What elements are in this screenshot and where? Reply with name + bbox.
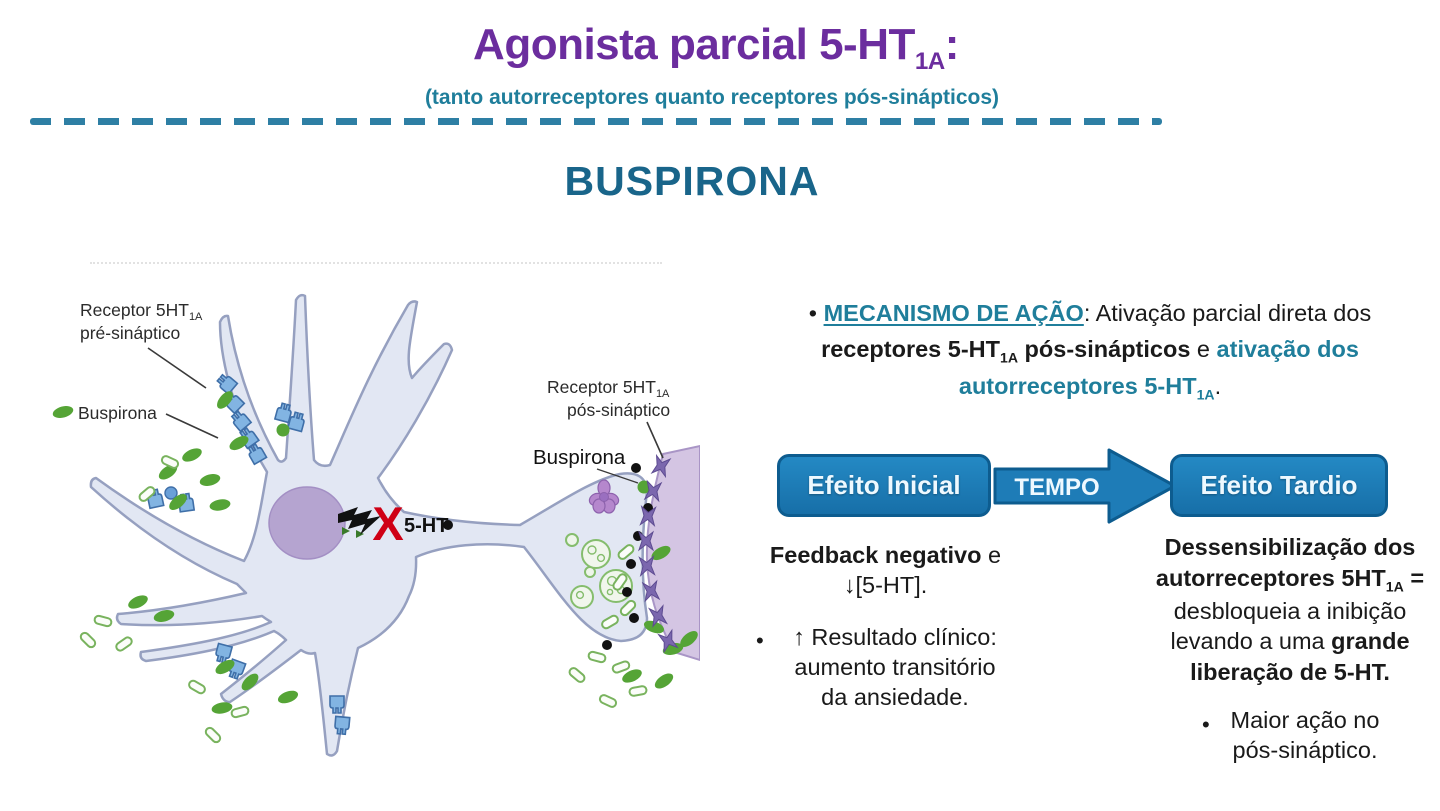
feedback-line2: ↓[5-HT]. — [843, 572, 928, 599]
late-effect-text: Dessensibilização dos autorreceptores 5H… — [1140, 532, 1440, 687]
dessens-line4: levando a uma grande — [1170, 628, 1410, 655]
clinical-result-text: ↑ Resultado clínico: aumento transitório… — [775, 622, 1015, 712]
terminal-vesicles — [565, 479, 638, 631]
presynaptic-5ht1a-receptors — [145, 371, 351, 736]
title-subscript: 1A — [914, 47, 945, 75]
buspirone-on-postsynaptic-receptor — [637, 480, 651, 494]
mechanism-line2: receptores 5-HT1A pós-sinápticos e ativa… — [821, 335, 1359, 366]
clinical-line: da ansiedade. — [821, 684, 969, 711]
post-receptor-label: Receptor 5HT1A — [547, 377, 670, 400]
blocked-5ht-release: X 5-HT — [338, 497, 453, 550]
drug-name-heading: BUSPIRONA — [564, 158, 820, 204]
tempo-arrow-label: TEMPO — [1014, 474, 1099, 501]
buspirona-left-label: Buspirona — [78, 403, 157, 423]
receptor-complex-flower — [588, 479, 620, 514]
initial-effect-text: Feedback negativo e ↓[5-HT]. — [758, 540, 1013, 600]
postsynaptic-action-text: Maior ação no pós-sináptico. — [1220, 705, 1390, 765]
initial-effect-box-label: Efeito Inicial — [807, 470, 961, 500]
late-effect-box: Efeito Tardio — [1170, 454, 1388, 517]
pre-receptor-pointer-line — [147, 347, 207, 389]
mechanism-paragraph: • MECANISMO DE AÇÃO: Ativação parcial di… — [740, 296, 1440, 406]
action-line: Maior ação no — [1230, 707, 1380, 733]
title-text: Agonista parcial 5-HT — [473, 20, 915, 69]
dessens-line5: liberação de 5-HT. — [1190, 658, 1390, 685]
title-colon: : — [944, 20, 960, 69]
mechanism-line3: autorreceptores 5-HT1A. — [958, 372, 1222, 403]
buspirona-legend-icon — [51, 403, 75, 421]
buspirona-right-pointer-line — [596, 468, 639, 484]
tempo-arrow: TEMPO — [993, 448, 1177, 524]
subtitle: (tanto autorreceptores quanto receptores… — [424, 86, 1000, 109]
feedback-line1: Feedback negativo e — [769, 542, 1002, 568]
diagram-labels: Receptor 5HT1A pré-sináptico Buspirona R… — [51, 300, 670, 484]
initial-effect-box: Efeito Inicial — [777, 454, 991, 517]
late-effect-box-label: Efeito Tardio — [1200, 470, 1358, 500]
dessens-line3: desbloqueia a inibição — [1173, 597, 1407, 624]
blocked-5ht-label: 5-HT — [404, 515, 448, 537]
dashed-divider — [30, 118, 1162, 125]
red-x-mark: X — [372, 497, 403, 550]
clinical-line: ↑ Resultado clínico: — [793, 624, 997, 650]
bullet-dot: • — [808, 300, 818, 326]
buspirona-left-pointer-line — [165, 413, 219, 439]
neuron-diagram: X 5-HT — [51, 293, 700, 757]
nucleus — [268, 486, 346, 560]
pre-receptor-label-line2: pré-sináptico — [80, 323, 180, 343]
dessens-line2: autorreceptores 5HT1A = — [1155, 564, 1425, 595]
bullet-dot: • — [756, 628, 764, 653]
action-line: pós-sináptico. — [1232, 737, 1378, 764]
page-title: Agonista parcial 5-HT1A: — [0, 20, 1432, 76]
buspirone-molecules — [126, 388, 300, 716]
bullet-dot: • — [1202, 712, 1210, 737]
dessens-line1: Dessensibilização dos — [1164, 534, 1416, 560]
lightning-arrow-icon — [338, 507, 381, 535]
mechanism-heading: MECANISMO DE AÇÃO — [823, 300, 1084, 326]
mechanism-line1: • MECANISMO DE AÇÃO: Ativação parcial di… — [808, 300, 1372, 326]
post-receptor-label-line2: pós-sináptico — [567, 400, 670, 420]
synaptic-cleft-contents — [566, 463, 700, 710]
clinical-line: aumento transitório — [794, 654, 996, 681]
faded-artifact-line — [90, 262, 662, 264]
buspirona-right-label: Buspirona — [533, 446, 626, 469]
pre-receptor-label: Receptor 5HT1A — [80, 300, 203, 323]
post-receptor-pointer-line — [646, 421, 664, 459]
